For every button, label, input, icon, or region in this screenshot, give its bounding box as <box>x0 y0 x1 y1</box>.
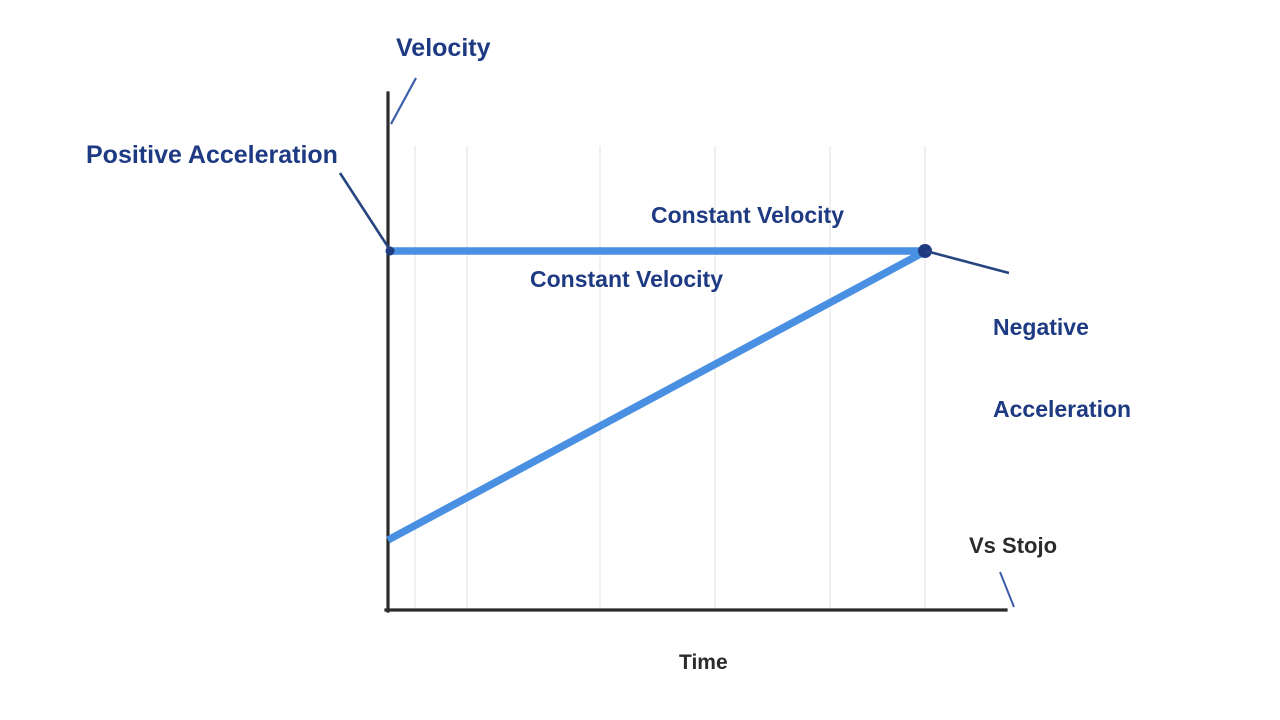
annotation-negative-acceleration: Negative Acceleration <box>993 260 1131 477</box>
gridlines-vertical <box>414 146 926 608</box>
leader-line-vs-slope <box>999 571 1015 608</box>
leader-line-negative-acceleration <box>925 249 1010 275</box>
annotation-positive-acceleration: Positive Acceleration <box>86 141 338 169</box>
leader-line-positive-acceleration <box>338 172 392 251</box>
axis-label-time: Time <box>679 651 728 674</box>
series-positive-acceleration-line <box>386 247 928 544</box>
annotation-vs-slope: Vs Stojo <box>969 533 1058 558</box>
annotation-negative-acceleration-line2: Acceleration <box>993 395 1132 422</box>
marker-plateau-end <box>918 244 932 258</box>
annotation-constant-velocity-bottom: Constant Velocity <box>530 266 723 292</box>
annotation-negative-acceleration-line1: Negative <box>993 314 1089 341</box>
axis-label-velocity: Velocity <box>396 34 491 62</box>
annotation-constant-velocity-top: Constant Velocity <box>651 202 844 228</box>
leader-line-velocity <box>390 77 417 125</box>
